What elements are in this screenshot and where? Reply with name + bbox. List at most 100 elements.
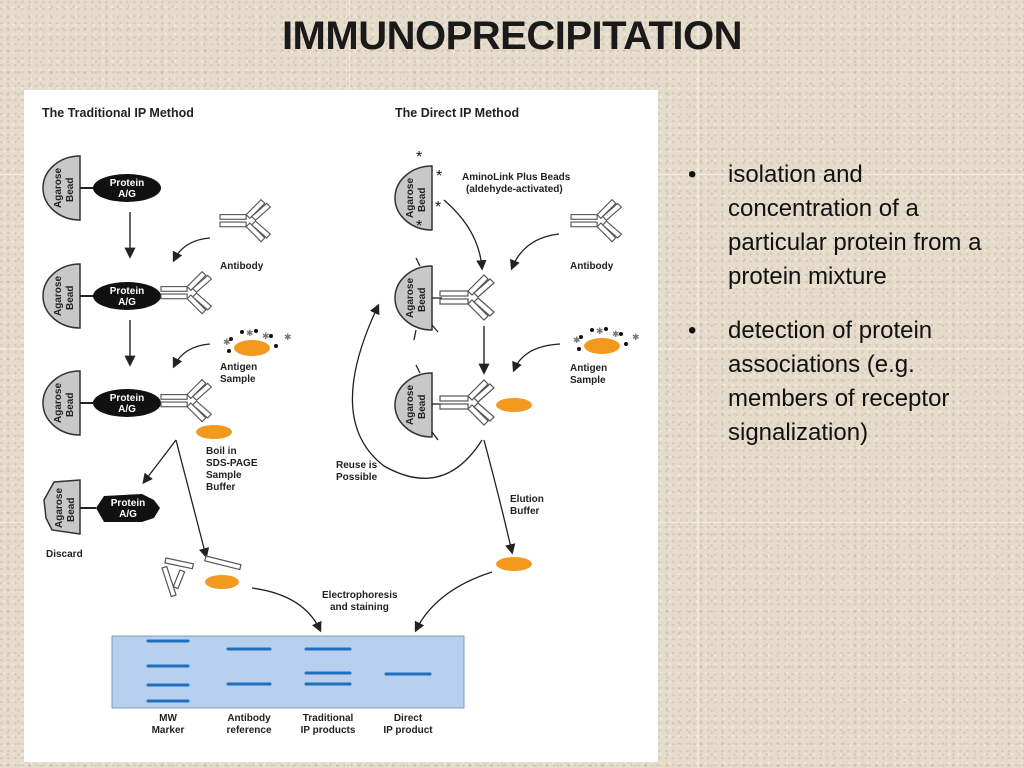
svg-text:✱: ✱ (573, 335, 581, 345)
lane-label-1a: MW (159, 713, 177, 724)
lane-label-4a: Direct (394, 713, 423, 724)
antibody-label: Antibody (220, 261, 264, 272)
antigen-sample-icon: ✱ ✱ ✱ ✱ (223, 328, 292, 356)
svg-text:A/G: A/G (118, 189, 136, 200)
denatured-products (161, 555, 242, 598)
svg-text:A/G: A/G (118, 404, 136, 415)
svg-text:Bead: Bead (66, 498, 77, 522)
svg-text:Protein: Protein (110, 286, 144, 297)
svg-text:✱: ✱ (223, 337, 231, 347)
svg-text:Bead: Bead (65, 286, 76, 310)
boil-label: Sample (206, 470, 242, 481)
antigen-label-direct: Antigen (570, 363, 607, 374)
svg-text:✱: ✱ (262, 331, 270, 341)
lane-label-1b: Marker (152, 725, 185, 736)
bullet-marker: • (688, 161, 697, 188)
bullet-item: • detection of protein associations (e.g… (686, 314, 1006, 450)
sample-label: Sample (220, 374, 256, 385)
svg-text:*: * (435, 199, 441, 216)
antigen-sample-icon-direct: ✱ ✱ ✱ ✱ (573, 326, 640, 354)
ip-method-diagram: The Traditional IP Method The Direct IP … (24, 90, 658, 762)
bullet-item: • isolation and concentration of a parti… (686, 158, 1006, 294)
bound-antigen-icon (196, 425, 232, 439)
svg-text:Agarose: Agarose (405, 178, 416, 218)
possible-label: Possible (336, 472, 378, 483)
lane-label-3b: IP products (301, 725, 356, 736)
svg-text:*: * (416, 218, 422, 235)
svg-text:✱: ✱ (246, 328, 254, 338)
svg-text:✱: ✱ (284, 332, 292, 342)
eluted-antigen-traditional (205, 575, 239, 589)
svg-text:✱: ✱ (596, 326, 604, 336)
boil-label: SDS-PAGE (206, 458, 258, 469)
svg-text:✱: ✱ (612, 329, 620, 339)
svg-text:A/G: A/G (119, 509, 137, 520)
eluted-antigen-direct (496, 557, 532, 571)
aminolink-bead: Agarose Bead * * * * (394, 149, 442, 235)
complex-antibody-icon (439, 379, 495, 426)
discard-label: Discard (46, 549, 83, 560)
direct-method-header: The Direct IP Method (395, 106, 519, 120)
boil-label: Boil in (206, 446, 237, 457)
elution-label: Elution (510, 494, 544, 505)
protein-ag-step1: Protein A/G (93, 174, 161, 202)
lane-label-4b: IP product (383, 725, 433, 736)
bullet-text: isolation and concentration of a particu… (728, 161, 982, 290)
antigen-label: Antigen (220, 362, 257, 373)
background-grid-line (698, 0, 699, 768)
svg-text:Protein: Protein (111, 498, 145, 509)
gel-panel (111, 635, 465, 709)
bound-antibody-icon (160, 379, 212, 423)
traditional-method-header: The Traditional IP Method (42, 106, 194, 120)
svg-text:Agarose: Agarose (54, 488, 65, 528)
slide-title: IMMUNOPRECIPITATION (281, 14, 743, 58)
staining-label: and staining (330, 602, 389, 613)
boil-label: Buffer (206, 482, 236, 493)
bullet-list: • isolation and concentration of a parti… (686, 158, 1006, 470)
bead-coupled-antibody: Agarose Bead (394, 257, 442, 341)
bullet-text: detection of protein associations (e.g. … (728, 317, 950, 446)
aldehyde-label: (aldehyde-activated) (466, 184, 563, 195)
bead-antibody-antigen-complex: Agarose Bead (394, 364, 442, 441)
discarded-bead: Agarose Bead (43, 479, 81, 535)
svg-text:Bead: Bead (65, 393, 76, 417)
antibody-label-direct: Antibody (570, 261, 614, 272)
electrophoresis-label: Electrophoresis (322, 590, 398, 601)
elution-buffer-label: Buffer (510, 506, 540, 517)
svg-text:Bead: Bead (417, 188, 428, 212)
svg-text:Agarose: Agarose (53, 168, 64, 208)
protein-ag-discard: Protein A/G (96, 494, 160, 522)
ip-diagram-svg: The Traditional IP Method The Direct IP … (42, 106, 640, 736)
svg-text:Agarose: Agarose (405, 385, 416, 425)
svg-text:*: * (416, 149, 422, 166)
protein-ag-step2: Protein A/G (93, 282, 161, 310)
agarose-bead-step1: Agarose Bead (42, 155, 81, 221)
svg-text:A/G: A/G (118, 297, 136, 308)
reuse-label: Reuse is (336, 460, 378, 471)
lane-label-2b: reference (226, 725, 271, 736)
svg-text:Bead: Bead (65, 178, 76, 202)
antibody-icon (219, 199, 271, 243)
bound-antibody-icon (160, 271, 212, 315)
agarose-bead-step3: Agarose Bead (42, 370, 81, 436)
svg-text:Agarose: Agarose (53, 276, 64, 316)
aminolink-label: AminoLink Plus Beads (462, 172, 571, 183)
captured-antigen-icon (496, 398, 532, 412)
svg-text:Agarose: Agarose (53, 383, 64, 423)
reuse-loop-arrow (351, 303, 483, 479)
coupled-antibody-icon (439, 274, 495, 321)
lane-label-3a: Traditional (303, 713, 354, 724)
lane-label-2a: Antibody (227, 713, 271, 724)
sample-label-direct: Sample (570, 375, 606, 386)
svg-text:✱: ✱ (632, 332, 640, 342)
antibody-icon-direct (570, 199, 623, 243)
protein-ag-step3: Protein A/G (93, 389, 161, 417)
svg-text:Protein: Protein (110, 178, 144, 189)
svg-text:Bead: Bead (417, 395, 428, 419)
svg-text:Agarose: Agarose (405, 278, 416, 318)
agarose-bead-step2: Agarose Bead (42, 263, 81, 329)
bullet-marker: • (688, 317, 697, 344)
svg-text:Bead: Bead (417, 288, 428, 312)
gel-bands (146, 639, 432, 703)
svg-text:Protein: Protein (110, 393, 144, 404)
